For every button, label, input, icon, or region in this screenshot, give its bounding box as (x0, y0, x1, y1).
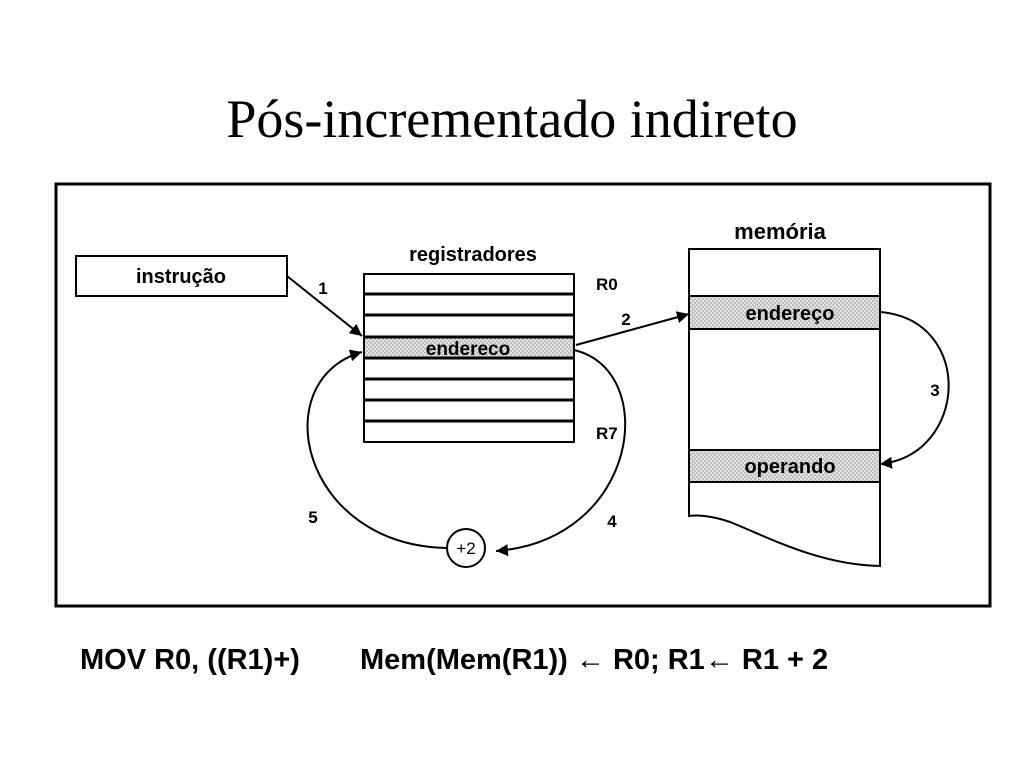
register-dividers (364, 292, 574, 423)
step-number-3: 3 (930, 381, 939, 400)
increment-label: +2 (456, 539, 475, 558)
instruction-formula: MOV R0, ((R1)+) Mem(Mem(R1)) ← R0; R1← R… (80, 638, 828, 682)
step-number-5: 5 (308, 508, 317, 527)
register-r7-label: R7 (596, 424, 618, 443)
page-title: Pós-incrementado indireto (226, 89, 798, 149)
arrow-step-5 (306, 349, 448, 549)
instruction-semantics: Mem(Mem(R1)) ← R0; R1← R1 + 2 (360, 644, 829, 676)
memory-operand-cell (688, 449, 881, 483)
memory-label: memória (734, 219, 826, 244)
instruction-label: instrução (136, 266, 226, 288)
instruction-box (75, 255, 288, 297)
memory-operand-label: operando (744, 456, 835, 478)
register-r0-label: R0 (596, 275, 618, 294)
instruction-text: MOV R0, ((R1)+) (80, 644, 300, 676)
memory-address-cell (688, 295, 881, 330)
step-number-2: 2 (621, 310, 630, 329)
registers-label: registradores (409, 244, 537, 266)
arrow-step-1 (286, 275, 363, 337)
arrow-step-3 (879, 311, 950, 469)
step-number-4: 4 (607, 512, 617, 531)
arrow-step-4 (495, 349, 627, 557)
register-address-label: endereco (426, 339, 510, 360)
diagram-frame (54, 182, 992, 608)
step-number-1: 1 (318, 279, 327, 298)
arrow-step-2 (575, 311, 690, 346)
memory-address-label: endereço (746, 303, 835, 325)
